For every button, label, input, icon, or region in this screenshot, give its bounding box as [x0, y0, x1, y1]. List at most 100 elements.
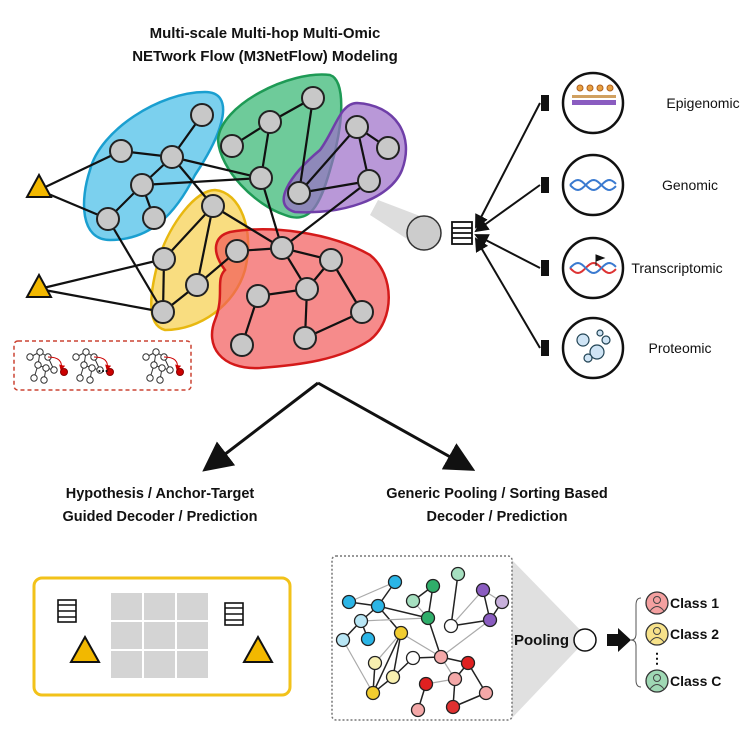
omics-panel [474, 71, 625, 380]
mini-node [26, 353, 34, 361]
vertical-ellipsis: ⋮ [650, 650, 664, 666]
user-body-icon [649, 684, 665, 690]
mini-node [50, 366, 58, 374]
network-edge [107, 218, 164, 313]
pooling-edge [450, 573, 459, 627]
user-head-icon [653, 596, 661, 604]
pooling-node [450, 566, 466, 582]
pooling-node [420, 610, 436, 626]
network-node [185, 273, 209, 297]
network-node [160, 145, 184, 169]
network-node [142, 206, 166, 230]
aggregated-node [406, 215, 442, 251]
pooling-cone [512, 560, 588, 718]
pooling-node [418, 676, 434, 692]
class-2-label: Class 2 [670, 626, 719, 642]
attention-grid [109, 591, 210, 680]
network-node [246, 284, 270, 308]
right-branch-line1: Generic Pooling / Sorting Based [386, 486, 608, 502]
anchor-target-decoder-box [32, 576, 292, 697]
network-node [249, 166, 273, 190]
mini-node [80, 361, 88, 369]
pooling-node [387, 574, 403, 590]
protein-icon [583, 353, 593, 363]
pooling-node [433, 649, 449, 665]
network-node [151, 300, 175, 324]
network-node [230, 333, 254, 357]
network-edge [38, 287, 164, 314]
network-edge [163, 205, 214, 260]
pooling-node [393, 625, 409, 641]
mini-flow-arrow [163, 356, 182, 371]
mini-target-node [60, 368, 68, 376]
mini-node [166, 366, 174, 374]
flag-icon [595, 254, 606, 266]
grid-cell [175, 591, 210, 622]
mini-node [34, 361, 42, 369]
mini-node [156, 376, 164, 384]
feature-list-icon [451, 221, 473, 245]
omics-input-marker [541, 177, 549, 193]
grid-cell [142, 620, 177, 651]
methyl-icon [576, 84, 584, 92]
pooling-node [370, 598, 386, 614]
network-edge [212, 205, 283, 249]
pooling-edge [360, 617, 429, 622]
mini-node [42, 364, 50, 372]
label-genomic: Genomic [662, 177, 718, 193]
left-branch-line1: Hypothesis / Anchor-Target [66, 486, 255, 502]
mini-node [88, 364, 96, 372]
pooling-node [367, 655, 383, 671]
pooling-edge [440, 619, 491, 658]
pooling-node [475, 582, 491, 598]
protein-icon [596, 329, 604, 337]
omics-input-marker [541, 260, 549, 276]
mini-flow-arrow [93, 356, 112, 371]
pooling-label: Pooling [514, 632, 569, 649]
mini-node [82, 348, 90, 356]
pooling-node [385, 669, 401, 685]
dna-icon [569, 179, 617, 192]
network-node [130, 173, 154, 197]
title-line2: NETwork Flow (M3NetFlow) Modeling [132, 48, 398, 65]
dna-icon [569, 261, 617, 274]
pooling-edge [392, 632, 402, 678]
grid-cell [175, 649, 210, 680]
network-node [152, 247, 176, 271]
mini-node [146, 374, 154, 382]
user-body-icon [649, 606, 665, 612]
left-branch-line2: Guided Decoder / Prediction [63, 509, 258, 525]
network-node [301, 86, 325, 110]
network-node [109, 139, 133, 163]
mini-node [150, 361, 158, 369]
triangle-right-icon [242, 634, 274, 663]
mini-node [142, 353, 150, 361]
grid-cell [175, 620, 210, 651]
mini-node [86, 376, 94, 384]
anchor-triangle-1 [25, 172, 53, 198]
pooling-node [447, 671, 463, 687]
pooling-node [353, 613, 369, 629]
grid-cell [142, 591, 177, 622]
brace [630, 597, 642, 688]
network-node [258, 110, 282, 134]
mini-node [72, 353, 80, 361]
mini-node [30, 374, 38, 382]
network-node [319, 248, 343, 272]
label-epigenomic: Epigenomic [666, 95, 739, 111]
network-edge [281, 180, 370, 249]
pooling-node [445, 699, 461, 715]
mini-node [36, 348, 44, 356]
grid-cell [109, 649, 144, 680]
pooling-node [405, 650, 421, 666]
network-nodes [96, 86, 400, 357]
right-branch-line2: Decoder / Prediction [426, 509, 567, 525]
network-edge [38, 257, 165, 291]
protein-icon [601, 335, 611, 345]
network-node [201, 194, 225, 218]
protein-icon [576, 333, 590, 347]
methyl-icon [606, 84, 614, 92]
mini-node [158, 364, 166, 372]
